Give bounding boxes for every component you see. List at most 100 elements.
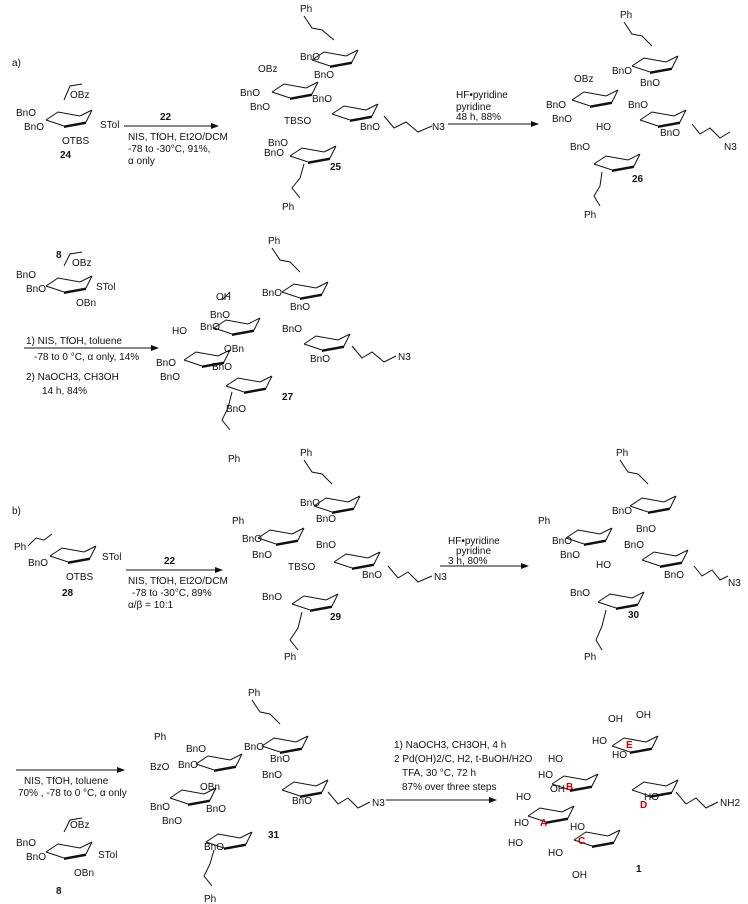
atom-obz: OBz — [574, 74, 593, 85]
atom-bno: BnO — [242, 534, 262, 545]
conditions-line: NIS, TfOH, Et2O/DCM — [128, 132, 228, 143]
atom-n3: N3 — [372, 798, 385, 809]
conditions-line: 70% , -78 to 0 °C, α only — [18, 788, 127, 799]
conditions-line: 48 h, 88% — [456, 112, 501, 123]
atom-tbso: TBSO — [284, 116, 311, 127]
compound-8-structure: OBz BnO BnO STol OBn — [16, 251, 115, 309]
atom-bno: BnO — [212, 362, 232, 373]
ring-label-c: C — [578, 836, 585, 847]
atom-bno: BnO — [24, 122, 44, 133]
atom-bno: BnO — [200, 322, 220, 333]
conditions-line: -78 to -30°C, 89% — [132, 588, 212, 599]
atom-obz: OBz — [72, 258, 91, 269]
atom-bno: BnO — [26, 284, 46, 295]
atom-ho: HO — [514, 818, 529, 829]
atom-stol: STol — [102, 552, 121, 563]
ring-label-b: B — [566, 782, 573, 793]
atom-obn: OBn — [224, 344, 244, 355]
compound-8-label: 8 — [56, 886, 62, 897]
atom-ho: HO — [548, 754, 563, 765]
atom-bno: BnO — [312, 94, 332, 105]
atom-otbs: OTBS — [66, 572, 94, 583]
atom-bno: BnO — [16, 838, 36, 849]
atom-bno: BnO — [244, 742, 264, 753]
atom-bno: BnO — [310, 354, 330, 365]
atom-bno: BnO — [300, 52, 320, 63]
atom-bno: BnO — [270, 754, 290, 765]
atom-bno: BnO — [628, 100, 648, 111]
atom-ph: Ph — [538, 516, 550, 527]
atom-ph: Ph — [300, 4, 312, 15]
compound-24-label: 24 — [60, 150, 72, 161]
compound-25-label: 25 — [330, 162, 342, 173]
atom-bno: BnO — [282, 324, 302, 335]
atom-bno: BnO — [552, 114, 572, 125]
atom-ph: Ph — [616, 448, 628, 459]
atom-obz: OBz — [70, 90, 89, 101]
reagent-22: 22 — [160, 112, 172, 123]
atom-bno: BnO — [570, 588, 590, 599]
atom-ph: Ph — [584, 210, 596, 221]
atom-ho: HO — [596, 560, 611, 571]
atom-bno: BnO — [16, 108, 36, 119]
compound-28-label: 28 — [62, 588, 74, 599]
atom-ho: HO — [596, 122, 611, 133]
compound-26-structure: Ph BnO BnO OBz BnO BnO HO BnO BnO N3 BnO… — [546, 10, 737, 221]
compound-29-label: 29 — [330, 612, 342, 623]
conditions-line: -78 to -30°C, 91%, — [128, 144, 210, 155]
atom-bno: BnO — [160, 372, 180, 383]
atom-bno: BnO — [204, 842, 224, 853]
atom-bno: BnO — [612, 66, 632, 77]
compound-25-structure: Ph BnO BnO OBz BnO BnO TBSO BnO BnO N3 B… — [240, 4, 445, 213]
atom-bno: BnO — [360, 122, 380, 133]
atom-stol: STol — [98, 850, 117, 861]
conditions-line: 1) NaOCH3, CH3OH, 4 h — [394, 740, 506, 751]
atom-ph: Ph — [204, 894, 216, 904]
atom-tbso: TBSO — [288, 562, 315, 573]
atom-ph: Ph — [228, 454, 240, 465]
atom-bno: BnO — [240, 88, 260, 99]
conditions-line: pyridine — [456, 546, 491, 557]
atom-ph: Ph — [248, 688, 260, 699]
atom-ph: Ph — [232, 516, 244, 527]
atom-n3: N3 — [724, 142, 737, 153]
atom-bno: BnO — [316, 540, 336, 551]
atom-bno: BnO — [262, 288, 282, 299]
compound-26-label: 26 — [632, 174, 644, 185]
atom-bno: BnO — [664, 570, 684, 581]
atom-bno: BnO — [226, 404, 246, 415]
conditions-line: TFA, 30 °C, 72 h — [402, 768, 476, 779]
atom-bno: BnO — [206, 804, 226, 815]
conditions-line: 3 h, 80% — [448, 556, 488, 567]
atom-oh: OH — [572, 870, 587, 881]
atom-obz: OBz — [258, 64, 277, 75]
compound-27-label: 27 — [282, 392, 294, 403]
atom-bno: BnO — [162, 816, 182, 827]
compound-1-label: 1 — [636, 864, 642, 875]
conditions-line: NIS, TfOH, toluene — [24, 776, 109, 787]
conditions-line: 87% over three steps — [402, 782, 497, 793]
atom-ph: Ph — [284, 652, 296, 663]
conditions-line: 14 h, 84% — [42, 386, 87, 397]
atom-bno: BnO — [28, 558, 48, 569]
atom-ho: HO — [172, 326, 187, 337]
atom-bno: BnO — [640, 78, 660, 89]
atom-otbs: OTBS — [62, 136, 90, 147]
atom-stol: STol — [100, 120, 119, 131]
atom-bno: BnO — [26, 852, 46, 863]
atom-bno: BnO — [660, 128, 680, 139]
atom-ho: HO — [592, 736, 607, 747]
reagent-22: 22 — [164, 556, 176, 567]
atom-ph: Ph — [584, 652, 596, 663]
compound-31-label: 31 — [268, 830, 280, 841]
atom-bno: BnO — [264, 148, 284, 159]
panel-label-a: a) — [12, 58, 21, 69]
atom-ho: HO — [538, 770, 553, 781]
atom-bno: BnO — [250, 102, 270, 113]
conditions-line: α/β = 10:1 — [128, 600, 174, 611]
compound-8-structure: OBz BnO BnO STol OBn — [16, 817, 117, 879]
panel-label-b: b) — [12, 506, 21, 517]
conditions-line: 1) NIS, TfOH, toluene — [26, 336, 122, 347]
atom-oh: OH — [636, 710, 651, 721]
atom-ho: HO — [508, 838, 523, 849]
